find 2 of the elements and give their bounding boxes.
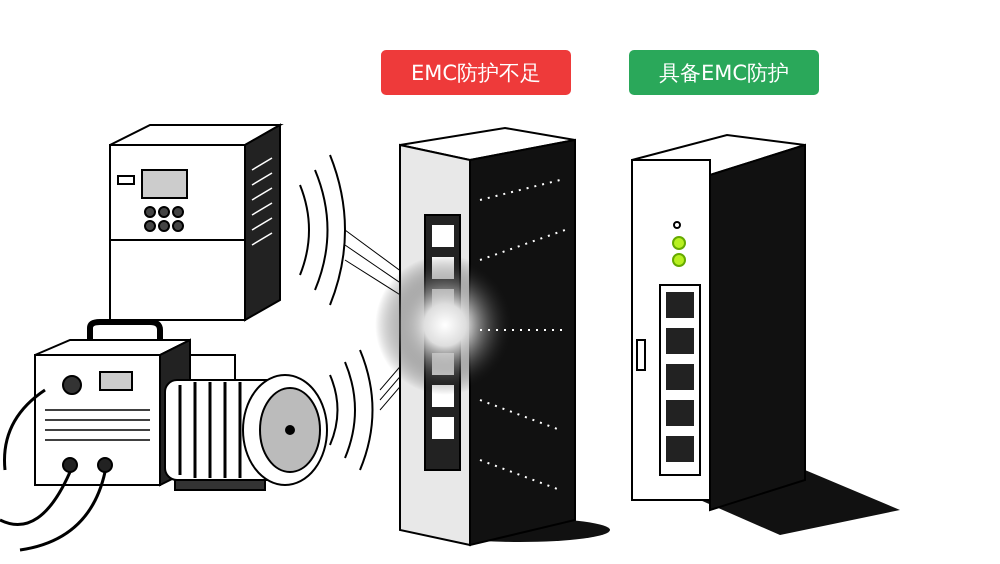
status-badge: 具备EMC防护 (629, 50, 819, 95)
warning-badge: EMC防护不足 (381, 50, 571, 95)
